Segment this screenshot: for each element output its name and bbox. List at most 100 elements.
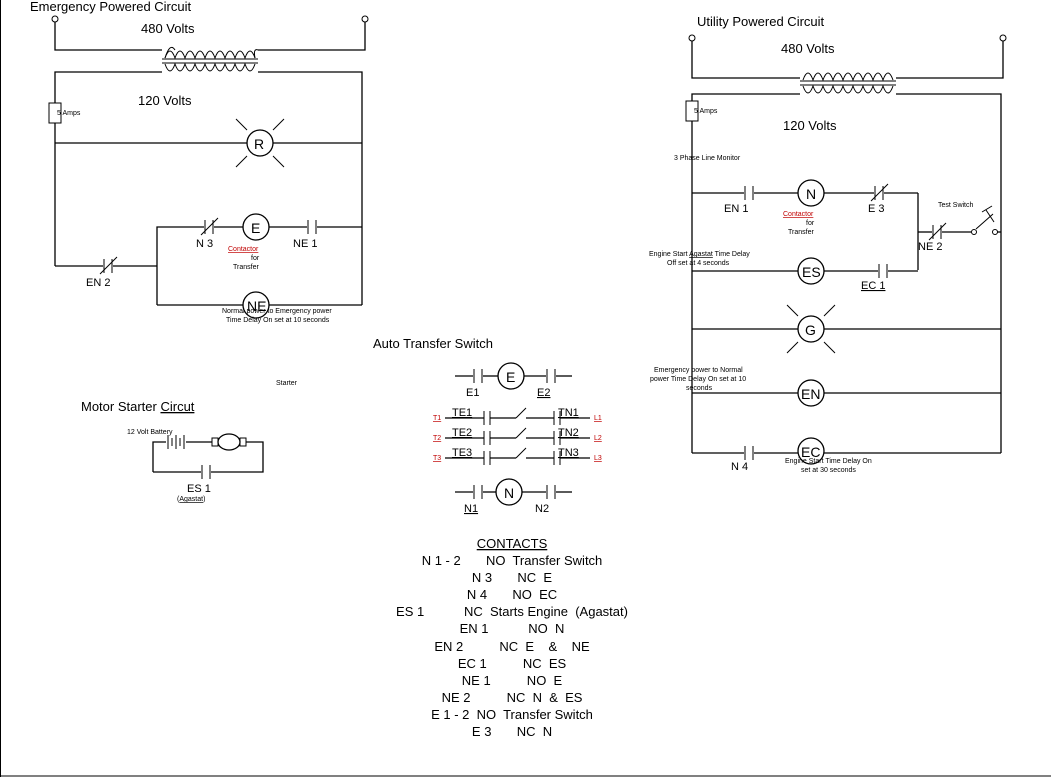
secondary-lead-left (54, 71, 162, 103)
ne-note-1: Normal power to Emergency power (222, 308, 332, 315)
contactor-transfer: Transfer (233, 264, 259, 271)
contact-row: N 4 NO EC (467, 587, 557, 602)
utility-primary-voltage: 480 Volts (781, 41, 835, 56)
motor-title: Motor Starter Circut (81, 399, 195, 414)
utility-circuit: Utility Powered Circuit 480 Volts 120 Vo… (649, 14, 1007, 474)
coil-e-label: E (251, 220, 260, 236)
emergency-title: Emergency Powered Circuit (30, 0, 192, 14)
test-switch-label: Test Switch (938, 202, 974, 209)
utility-secondary-voltage: 120 Volts (783, 118, 837, 133)
secondary-lead-right (258, 71, 363, 305)
contact-row: E 3 NC N (472, 724, 552, 739)
en-note-1: Emergency power to Normal (654, 367, 743, 374)
contact-row: EN 1 NO N (460, 621, 565, 636)
starter-motor-icon (211, 433, 247, 451)
fuse-label: 5 Amps (694, 108, 718, 115)
fuse-label: 5 Amps (57, 110, 81, 117)
ats-pole-2: T2 TE2 TN2 L2 (433, 427, 602, 445)
auto-transfer-switch: Auto Transfer Switch E E1 E2 T1 TE1 TN1 (373, 336, 602, 515)
contact-n3: N 3 (196, 238, 213, 250)
contacts-table: CONTACTS N 1 - 2 NO Transfer Switch N 3 … (396, 536, 628, 739)
emergency-transformer (162, 46, 259, 72)
motor-starter-circuit: Motor Starter Circut 12 Volt Battery Sta… (81, 380, 298, 503)
ats-pole-3: T3 TE3 TN3 L3 (433, 447, 602, 465)
emergency-primary-voltage: 480 Volts (141, 21, 195, 36)
lamp-r-label: R (254, 136, 264, 152)
coil-ec-label: EC (801, 444, 820, 460)
lamp-g-icon: G (786, 304, 836, 354)
battery-label: 12 Volt Battery (127, 429, 173, 436)
contact-es1-note: (Agastat) (177, 496, 205, 503)
contactor-transfer: Transfer (788, 229, 814, 236)
lamp-r-icon: R (235, 118, 285, 168)
contact-row: N 3 NC E (472, 570, 553, 585)
coil-n-label: N (806, 186, 816, 202)
en-note-2: power Time Delay On set at 10 (650, 376, 746, 383)
test-switch-icon[interactable] (971, 205, 1002, 235)
contact-row: N 1 - 2 NO Transfer Switch (422, 553, 603, 568)
contact-es1: ES 1 (187, 483, 211, 495)
ats-tn3: TN3 (558, 447, 579, 459)
contactor-label: Contactor (228, 246, 259, 253)
contact-en1: EN 1 (724, 203, 748, 215)
ats-coil-n-label: N (504, 485, 514, 501)
contactor-for: for (806, 220, 815, 227)
line-monitor-label: 3 Phase Line Monitor (674, 155, 741, 162)
ec-note-1: Engine Start Time Delay On (785, 458, 872, 465)
contact-n4: N 4 (731, 461, 748, 473)
ats-t3: T3 (433, 455, 441, 462)
ats-te3: TE3 (452, 447, 472, 459)
ats-coil-e-label: E (506, 369, 515, 385)
contact-e3: E 3 (868, 203, 885, 215)
en-note-3: seconds (686, 385, 713, 392)
ats-l3: L3 (594, 455, 602, 462)
primary-lead-left (54, 22, 162, 51)
contact-row: ES 1 NC Starts Engine (Agastat) (396, 604, 628, 619)
terminal (51, 15, 59, 23)
contactor-label: Contactor (783, 211, 814, 218)
contact-row: NE 2 NC N & ES (442, 690, 583, 705)
primary-lead-right (258, 22, 366, 51)
emergency-circuit: Emergency Powered Circuit 480 Volts 120 … (30, 0, 369, 324)
coil-en-label: EN (801, 386, 820, 402)
terminal (999, 34, 1007, 42)
contacts-heading: CONTACTS (477, 536, 548, 551)
es-note-2: Off set at 4 seconds (667, 260, 730, 267)
es-note-1: Engine Start Agastat Time Delay (649, 251, 750, 258)
contact-en2: EN 2 (86, 277, 110, 289)
ats-tn2: TN2 (558, 427, 579, 439)
terminal (688, 34, 696, 42)
coil-es-label: ES (802, 264, 821, 280)
ats-l2: L2 (594, 435, 602, 442)
ats-title: Auto Transfer Switch (373, 336, 493, 351)
contact-ne1: NE 1 (293, 238, 317, 250)
ats-l1: L1 (594, 415, 602, 422)
ec-note-2: set at 30 seconds (801, 467, 856, 474)
starter-label: Starter (276, 380, 298, 387)
ats-e2: E2 (537, 387, 550, 399)
ne-note-2: Time Delay On set at 10 seconds (226, 317, 330, 324)
contact-row: E 1 - 2 NO Transfer Switch (431, 707, 593, 722)
coil-ne-label: NE (247, 298, 266, 314)
ats-n2: N2 (535, 503, 549, 515)
ats-t2: T2 (433, 435, 441, 442)
ats-te1: TE1 (452, 407, 472, 419)
ats-t1: T1 (433, 415, 441, 422)
ats-tn1: TN1 (558, 407, 579, 419)
contact-ne2: NE 2 (918, 241, 942, 253)
ats-e1: E1 (466, 387, 479, 399)
lamp-g-label: G (805, 322, 816, 338)
contact-row: EN 2 NC E & NE (434, 639, 590, 654)
utility-transformer (800, 72, 896, 94)
utility-title: Utility Powered Circuit (697, 14, 825, 29)
terminal (361, 15, 369, 23)
ats-pole-1: T1 TE1 TN1 L1 (433, 407, 602, 425)
battery-icon (167, 435, 185, 449)
ats-n1: N1 (464, 503, 478, 515)
emergency-secondary-voltage: 120 Volts (138, 93, 192, 108)
contact-row: NE 1 NO E (462, 673, 563, 688)
ats-te2: TE2 (452, 427, 472, 439)
contact-row: EC 1 NC ES (458, 656, 567, 671)
contactor-for: for (251, 255, 260, 262)
